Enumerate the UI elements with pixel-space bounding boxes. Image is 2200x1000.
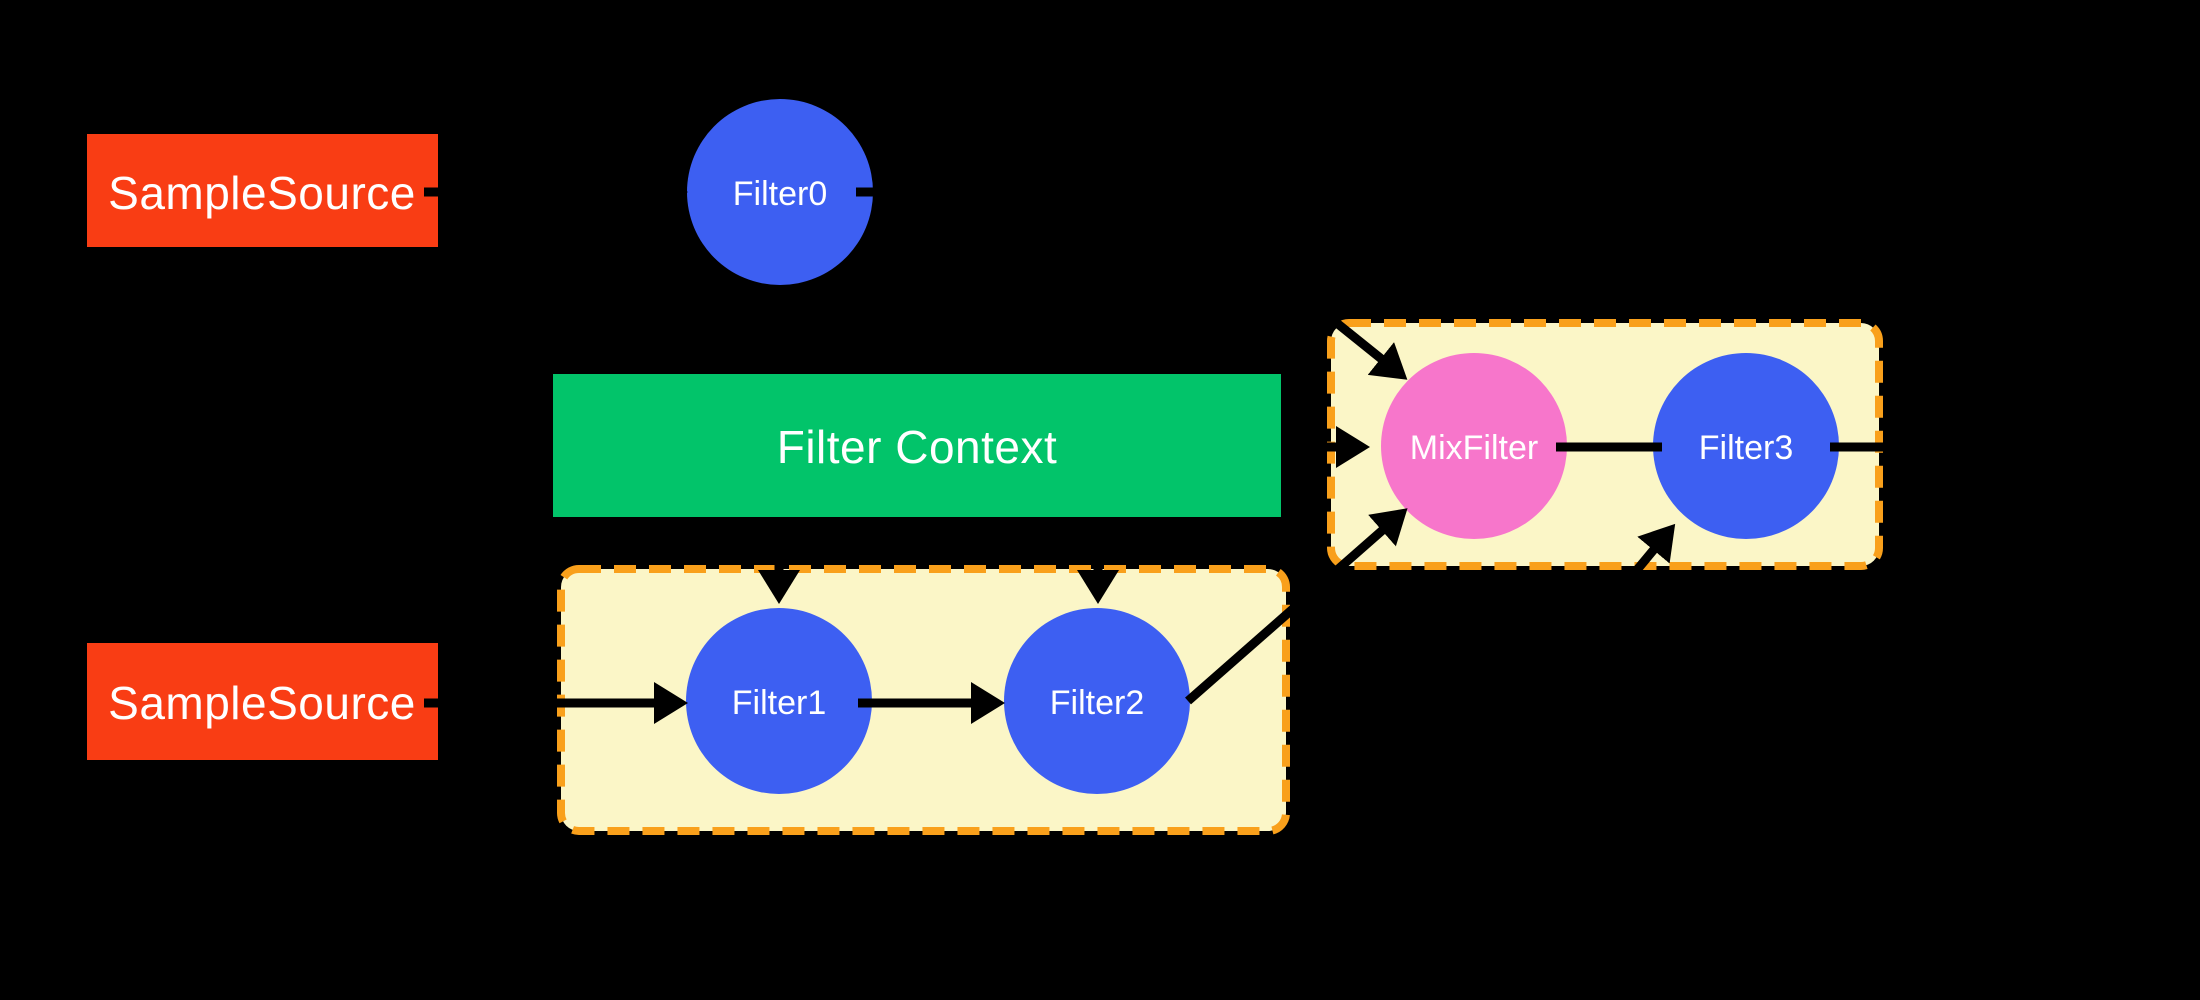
mixfilter-label: MixFilter <box>1410 429 1538 467</box>
sample-source-bottom-box <box>87 643 438 760</box>
mixfilter-node <box>1381 353 1567 539</box>
filter-context-label: Filter Context <box>777 421 1058 473</box>
sample-source-top-box <box>87 134 438 247</box>
filter3-node <box>1653 353 1839 539</box>
filter0-node <box>687 99 873 285</box>
filter-context-bar <box>553 374 1281 517</box>
sample-source-top-label: SampleSource <box>108 167 416 219</box>
arrow-filter2-to-mixfilter <box>1185 508 1408 705</box>
filter3-label: Filter3 <box>1699 429 1793 467</box>
sample-source-bottom-label: SampleSource <box>108 677 416 729</box>
filter1-node <box>686 608 872 794</box>
filter1-label: Filter1 <box>732 684 826 722</box>
arrow-filter0-to-mixfilter <box>1279 275 1408 380</box>
arrow-into-filter3 <box>1598 523 1676 615</box>
filter0-label: Filter0 <box>733 175 827 213</box>
filter2-label: Filter2 <box>1050 684 1144 722</box>
filter2-node <box>1004 608 1190 794</box>
